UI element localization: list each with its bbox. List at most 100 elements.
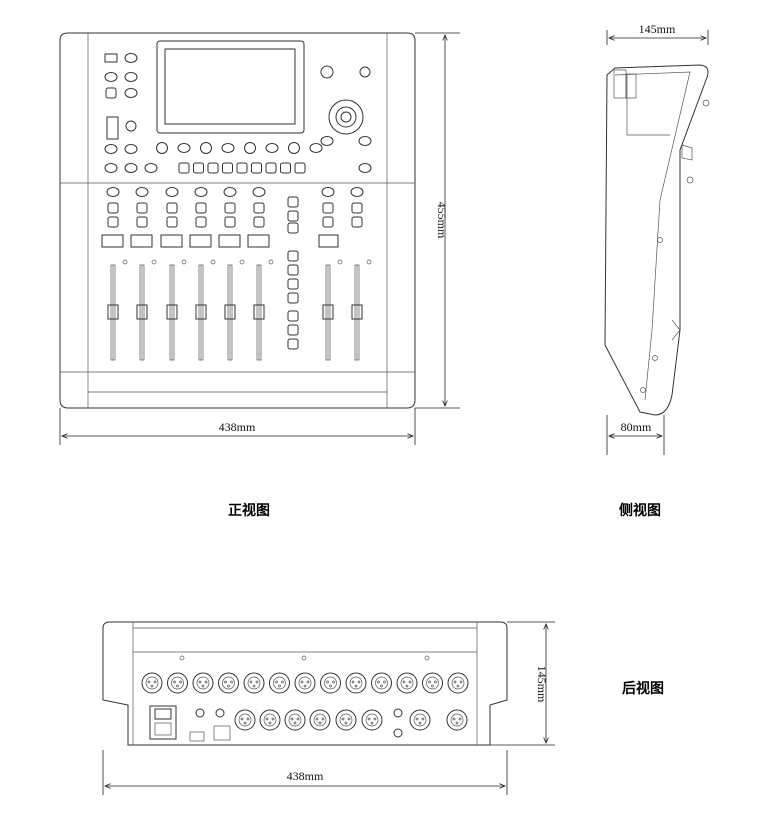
touch-screen [156, 40, 305, 134]
button [124, 144, 138, 154]
button [144, 163, 158, 173]
button [265, 162, 277, 174]
button [309, 143, 323, 153]
button [124, 53, 138, 63]
button [251, 162, 262, 174]
xlr-output [259, 709, 281, 731]
front-view [59, 32, 416, 409]
button [265, 143, 279, 153]
led [210, 259, 216, 265]
solo-button [136, 216, 148, 228]
fader-cap [166, 304, 178, 320]
select-button [165, 187, 179, 197]
button [236, 162, 248, 174]
solo-button [166, 216, 178, 228]
xlr-output [284, 709, 306, 731]
select-button [194, 187, 208, 197]
led [337, 259, 343, 265]
xlr-input [320, 672, 341, 694]
front-body-outline [59, 32, 416, 409]
fader-cap [322, 304, 334, 320]
bank-button [287, 324, 299, 336]
front-height-label: 455mm [435, 202, 449, 239]
led [268, 259, 274, 265]
button [104, 72, 118, 82]
side-body-outline [604, 64, 709, 416]
led [181, 259, 187, 265]
knob [288, 142, 300, 154]
scribble-strip [130, 234, 153, 248]
led [239, 259, 245, 265]
mute-button [322, 202, 334, 214]
button [124, 163, 138, 173]
bank-button [287, 250, 299, 262]
fader-cap [224, 304, 236, 320]
mute-button [136, 202, 148, 214]
fader-cap [136, 304, 148, 320]
scribble-strip [101, 234, 124, 248]
button [358, 136, 372, 146]
solo-button [322, 216, 334, 228]
button [105, 87, 117, 99]
fader-cap [351, 304, 363, 320]
usb-slot [106, 116, 119, 140]
button [222, 162, 233, 174]
side-view [604, 64, 710, 416]
xlr-input [345, 672, 367, 694]
led [151, 259, 157, 265]
knob [156, 142, 168, 154]
screen-inner [164, 48, 296, 125]
solo-button [195, 216, 207, 228]
scribble-strip [189, 234, 212, 248]
fader-cap [107, 304, 119, 320]
solo-button [224, 216, 236, 228]
xlr-input [141, 672, 163, 694]
xlr-output [409, 709, 431, 731]
bank-button [287, 338, 299, 350]
button [177, 143, 191, 153]
button [294, 162, 306, 174]
button [280, 162, 291, 174]
button [193, 162, 204, 174]
mute-button [166, 202, 178, 214]
mute-button [351, 202, 363, 214]
select-button [223, 187, 237, 197]
bank-button [287, 310, 299, 322]
solo-button [107, 216, 119, 228]
power-inlet [149, 705, 177, 740]
scribble-strip [318, 234, 339, 248]
bank-button [287, 210, 299, 222]
encoder-knob [320, 65, 334, 79]
side-depth-top-label: 145mm [639, 22, 676, 36]
select-button [135, 187, 149, 197]
solo-button [253, 216, 265, 228]
xlr-input [371, 672, 392, 694]
solo-button [351, 216, 363, 228]
bank-button [287, 196, 299, 208]
xlr-input [192, 672, 214, 694]
rear-view [102, 621, 508, 746]
front-width-label: 438mm [219, 420, 256, 434]
front-view-caption: 正视图 [228, 502, 270, 519]
xlr-input [269, 672, 290, 694]
select-button [350, 187, 364, 197]
button [124, 88, 138, 98]
side-depth-bottom-label: 80mm [621, 420, 652, 434]
rear-height-label: 145mm [535, 666, 549, 703]
scribble-strip [160, 234, 183, 248]
xlr-output [309, 709, 331, 731]
usb-port [189, 731, 205, 742]
fader-cap [195, 304, 207, 320]
bank-button [287, 222, 299, 234]
xlr-output [335, 709, 357, 731]
select-button [106, 187, 120, 197]
power-switch [154, 708, 172, 720]
led [122, 259, 128, 265]
mute-button [195, 202, 207, 214]
xlr-input [218, 672, 239, 694]
led [366, 259, 372, 265]
xlr-input [422, 672, 443, 694]
xlr-input [167, 672, 188, 694]
rear-body-outline [102, 621, 508, 746]
xlr-output [447, 672, 469, 694]
